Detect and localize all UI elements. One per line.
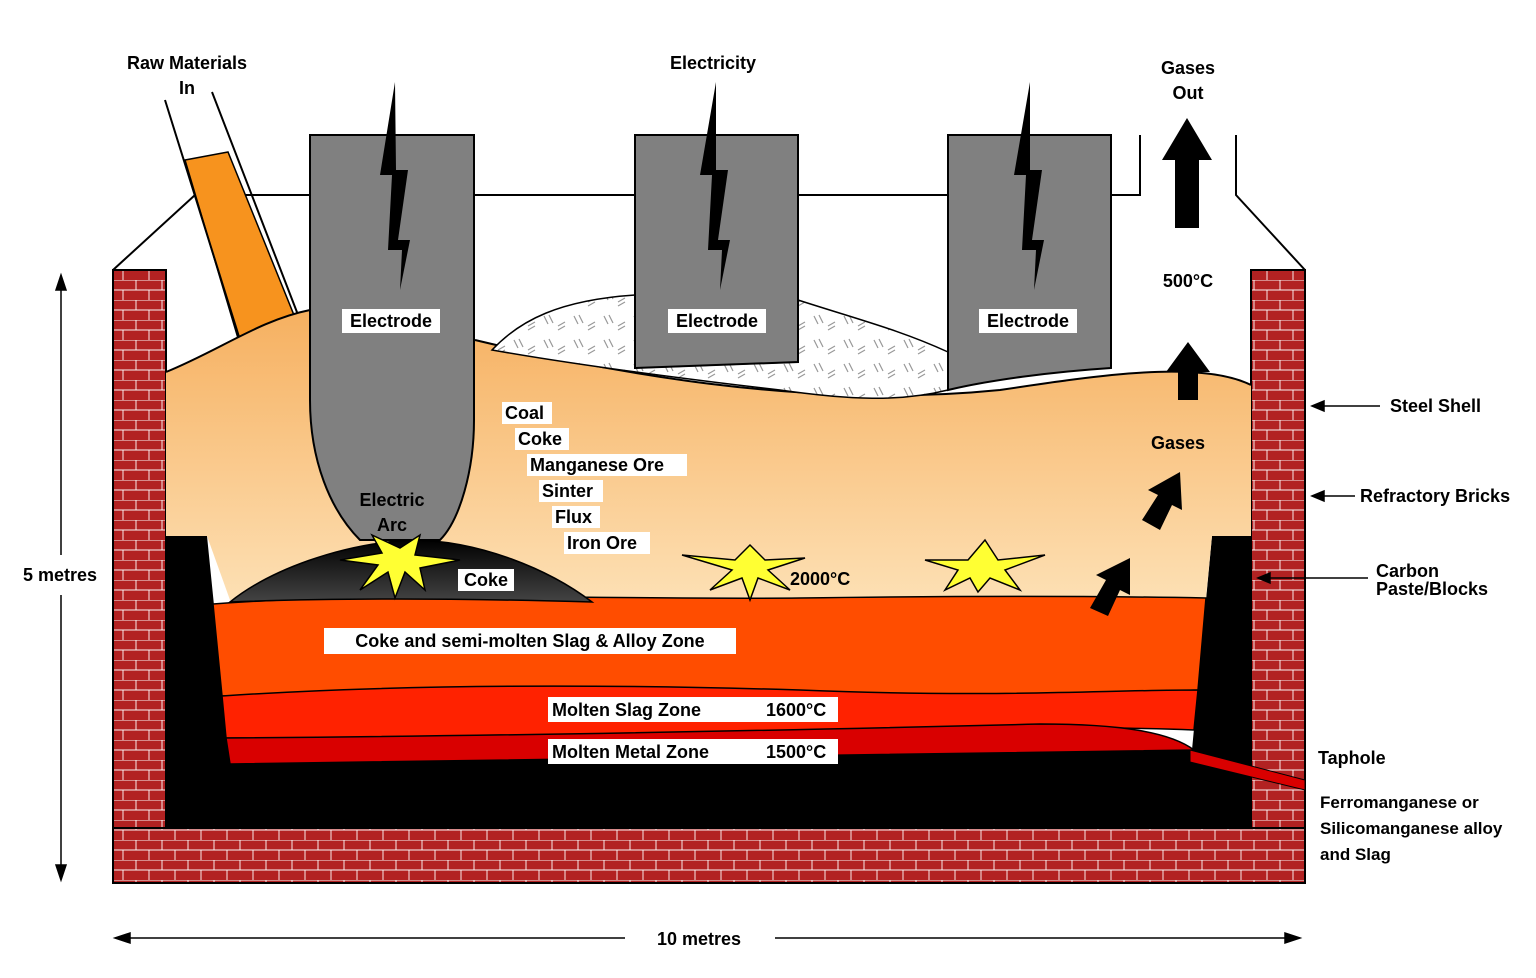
width-dimension-line — [112, 931, 1303, 945]
charge-label-box — [515, 428, 569, 450]
electric-arc-label-2: Arc — [377, 515, 407, 535]
product-label: Ferromanganese or — [1320, 793, 1479, 812]
refractory-bricks-label: Refractory Bricks — [1360, 486, 1510, 506]
electrode-middle — [634, 134, 799, 370]
raw-materials-label: Raw Materials — [127, 53, 247, 73]
zone-label-box — [324, 628, 736, 654]
electrode-left — [309, 134, 475, 541]
charge-label-box — [527, 454, 687, 476]
zone-label-box — [548, 739, 838, 764]
electrode-label-box — [979, 309, 1077, 333]
taphole-label: Taphole — [1318, 748, 1386, 768]
product-label-2: Silicomanganese alloy — [1320, 819, 1503, 838]
charge-material-label: Flux — [555, 507, 592, 527]
molten-metal-zone-label: Molten Metal Zone — [552, 742, 709, 762]
lightning-bolt-icon — [380, 82, 1044, 290]
electrode-label-box — [668, 309, 766, 333]
carbon-paste-label-2: Paste/Blocks — [1376, 579, 1488, 599]
product-label-3: and Slag — [1320, 845, 1391, 864]
electrode-label-box — [342, 309, 440, 333]
gases-out-label: Gases — [1161, 58, 1215, 78]
coke-mound-label: Coke — [464, 570, 508, 590]
charge-material-label: Coal — [505, 403, 544, 423]
charge-material-label: Sinter — [542, 481, 593, 501]
temperature-500-label: 500°C — [1163, 271, 1213, 291]
gases-out-label-2: Out — [1173, 83, 1204, 103]
carbon-paste-label: Carbon — [1376, 561, 1439, 581]
feed-chute — [184, 151, 302, 346]
steel-shell-label: Steel Shell — [1390, 396, 1481, 416]
temperature-2000-label: 2000°C — [790, 569, 850, 589]
gas-arrow-icon — [1090, 118, 1212, 616]
charge-label-box — [539, 480, 603, 502]
coke-label-box — [458, 569, 514, 591]
brick-wall — [112, 269, 1306, 884]
molten-metal-temp-label: 1500°C — [766, 742, 826, 762]
electrode-label-middle: Electrode — [676, 311, 758, 331]
height-label: 5 metres — [23, 565, 97, 585]
molten-slag-temp-label: 1600°C — [766, 700, 826, 720]
semi-molten-zone-label: Coke and semi-molten Slag & Alloy Zone — [355, 631, 704, 651]
charge-label-box — [564, 532, 650, 554]
raw-materials-label-2: In — [179, 78, 195, 98]
height-dimension-line — [54, 272, 68, 883]
carbon-lining — [166, 536, 1251, 828]
width-label: 10 metres — [657, 929, 741, 949]
charge-material-label: Manganese Ore — [530, 455, 664, 475]
pointer-lines — [1256, 399, 1380, 585]
electric-arc-star-icon — [339, 533, 1046, 603]
zone-label-box — [548, 697, 838, 722]
charge-material-label: Iron Ore — [567, 533, 637, 553]
gases-label: Gases — [1151, 433, 1205, 453]
taphole-stream — [1189, 749, 1306, 791]
electrode-label-right: Electrode — [987, 311, 1069, 331]
feed-chute-walls — [164, 91, 301, 341]
electric-arc-label: Electric — [359, 490, 424, 510]
electricity-label: Electricity — [670, 53, 756, 73]
molten-slag-zone-label: Molten Slag Zone — [552, 700, 701, 720]
electrode-label-left: Electrode — [350, 311, 432, 331]
charge-label-box — [502, 402, 552, 424]
charge-material-label: Coke — [518, 429, 562, 449]
charge-label-box — [552, 506, 600, 528]
